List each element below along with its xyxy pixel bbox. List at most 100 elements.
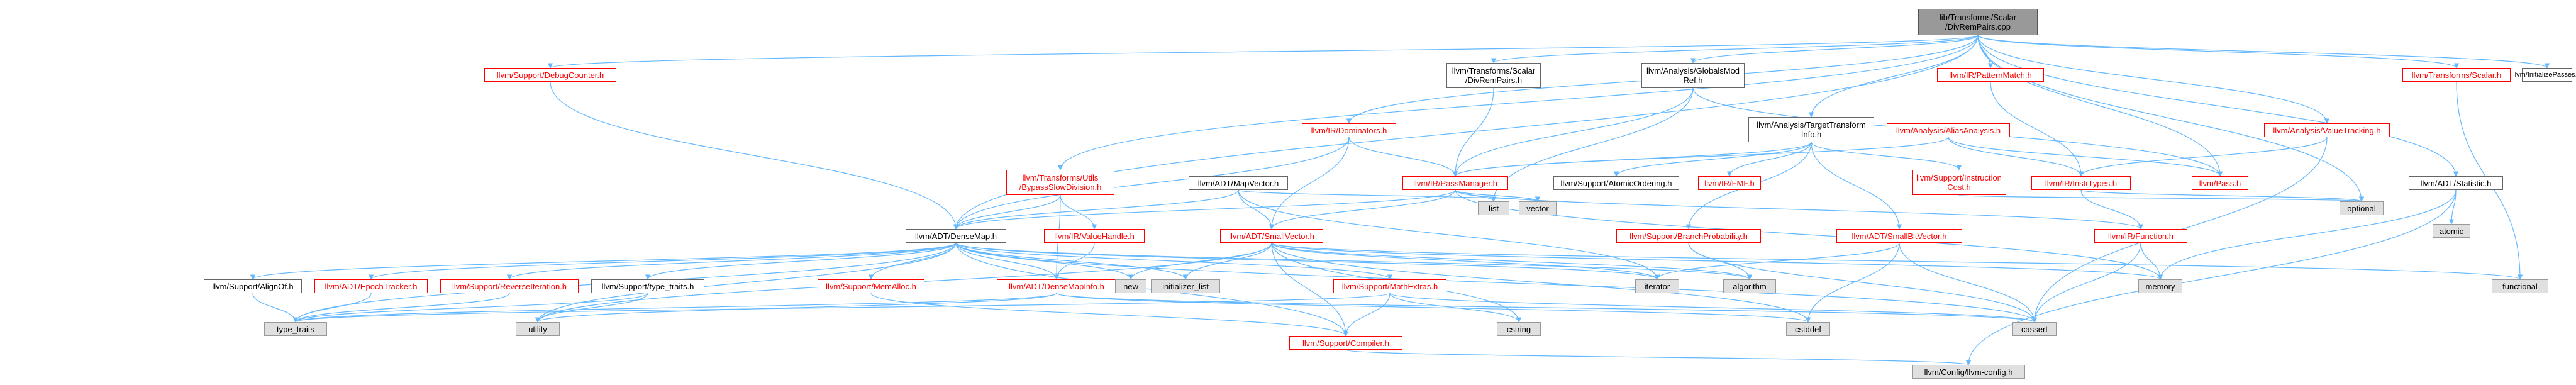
node-type-traits-h[interactable]: llvm/Support/type_traits.h <box>591 279 704 293</box>
edge-instrtypes-to-optional <box>2080 189 2364 202</box>
node-mathextras[interactable]: llvm/Support/MathExtras.h <box>1333 279 1446 293</box>
edge-root-to-initializepasses <box>1977 35 2550 69</box>
node-alignof[interactable]: llvm/Support/AlignOf.h <box>204 279 302 293</box>
node-epochtracker[interactable]: llvm/ADT/EpochTracker.h <box>314 279 428 293</box>
edge-densemap-to-new <box>955 242 1134 280</box>
node-targettransforminfo[interactable]: llvm/Analysis/TargetTransform Info.h <box>1748 117 1874 142</box>
node-cstddef[interactable]: cstddef <box>1786 322 1830 336</box>
node-globalsmodref[interactable]: llvm/Analysis/GlobalsMod Ref.h <box>1641 63 1745 88</box>
node-functional[interactable]: functional <box>2492 279 2548 293</box>
edge-alignof-to-type_traits <box>252 293 299 323</box>
node-cstring[interactable]: cstring <box>1497 322 1541 336</box>
node-initializer-list[interactable]: initializer_list <box>1151 279 1220 293</box>
node-iterator[interactable]: iterator <box>1635 279 1679 293</box>
edge-root-to-statistic <box>1977 35 2459 177</box>
edge-densemapinfo-to-cassert <box>1056 293 2037 323</box>
edge-densemap-to-mathextras <box>955 242 1393 280</box>
edge-densemap-to-alignof <box>250 242 957 280</box>
edge-smallvector-to-algorithm <box>1271 242 1753 280</box>
node-densemapinfo[interactable]: llvm/ADT/DenseMapInfo.h <box>997 279 1116 293</box>
edge-passmanager-to-list <box>1455 189 1497 202</box>
edge-targettransforminfo-to-atomicordering <box>1613 142 1812 177</box>
node-statistic[interactable]: llvm/ADT/Statistic.h <box>2409 176 2503 190</box>
node-llvmconfig[interactable]: llvm/Config/llvm-config.h <box>1912 365 2025 379</box>
edge-passmanager-to-smallvector <box>1269 189 1456 230</box>
edge-passmanager-to-vector <box>1455 189 1541 202</box>
edge-memalloc-to-compiler <box>870 293 1349 337</box>
node-fmf[interactable]: llvm/IR/FMF.h <box>1698 176 1761 190</box>
edge-mapvector-to-smallvector <box>1238 189 1275 230</box>
edge-instructioncost-to-optional <box>1958 194 2364 202</box>
edge-compiler-to-llvmconfig <box>1345 349 1971 365</box>
node-cassert[interactable]: cassert <box>2012 322 2057 336</box>
node-new[interactable]: new <box>1115 279 1146 293</box>
node-aliasanalysis[interactable]: llvm/Analysis/AliasAnalysis.h <box>1887 123 2010 137</box>
edge-root-to-debugcounter <box>548 35 1979 69</box>
node-densemap[interactable]: llvm/ADT/DenseMap.h <box>906 229 1006 243</box>
edge-valuetracking-to-instrtypes <box>2078 137 2328 177</box>
edge-root-to-valuetracking <box>1977 35 2330 124</box>
edge-densemap-to-epochtracker <box>369 242 957 280</box>
node-function[interactable]: llvm/IR/Function.h <box>2094 229 2187 243</box>
node-atomic[interactable]: atomic <box>2433 224 2470 238</box>
node-pass[interactable]: llvm/Pass.h <box>2192 176 2248 190</box>
node-compiler[interactable]: llvm/Support/Compiler.h <box>1289 336 1402 350</box>
edge-aliasanalysis-to-passmanager <box>1452 137 1949 177</box>
edge-instrtypes-to-function <box>2080 189 2144 230</box>
edge-smallvector-to-new <box>1128 242 1272 280</box>
edge-root-to-globalsmodref <box>1690 35 1979 64</box>
edge-globalsmodref-to-passmanager <box>1452 87 1694 177</box>
node-branchprobability[interactable]: llvm/Support/BranchProbability.h <box>1616 229 1761 243</box>
root-node-divrempairs-cpp[interactable]: lib/Transforms/Scalar /DivRemPairs.cpp <box>1918 9 2038 35</box>
edge-function-to-cassert <box>2031 242 2141 323</box>
node-list[interactable]: list <box>1478 201 1509 215</box>
node-memalloc[interactable]: llvm/Support/MemAlloc.h <box>818 279 924 293</box>
node-divrempairs-h[interactable]: llvm/Transforms/Scalar /DivRemPairs.h <box>1446 63 1541 88</box>
edge-densemap-to-type_traits_h <box>645 242 957 280</box>
edge-smallbitvector-to-iterator <box>1654 242 1900 280</box>
edge-aliasanalysis-to-instrtypes <box>1948 137 2084 177</box>
edge-bypassslowdivision-to-densemap <box>953 194 1061 230</box>
node-patternmatch[interactable]: llvm/IR/PatternMatch.h <box>1937 68 2044 82</box>
edge-root-to-bypassslowdivision <box>1057 35 1979 170</box>
node-instrtypes[interactable]: llvm/IR/InstrTypes.h <box>2031 176 2131 190</box>
edge-dominators-to-densemap <box>953 137 1350 230</box>
node-passmanager[interactable]: llvm/IR/PassManager.h <box>1402 176 1508 190</box>
edge-root-to-scalar <box>1977 35 2459 69</box>
node-type-traits[interactable]: type_traits <box>264 322 327 336</box>
edge-mapvector-to-iterator <box>1238 189 1660 280</box>
node-debugcounter[interactable]: llvm/Support/DebugCounter.h <box>484 68 616 82</box>
node-scalar[interactable]: llvm/Transforms/Scalar.h <box>2402 68 2511 82</box>
node-vector[interactable]: vector <box>1519 201 1557 215</box>
edge-densemapinfo-to-utility <box>535 293 1057 323</box>
edge-smallbitvector-to-cstddef <box>1805 242 1900 323</box>
node-valuehandle[interactable]: llvm/IR/ValueHandle.h <box>1044 229 1145 243</box>
edge-smallbitvector-to-cassert <box>1899 242 2038 323</box>
node-optional[interactable]: optional <box>2340 201 2384 215</box>
node-utility[interactable]: utility <box>516 322 560 336</box>
node-smallbitvector[interactable]: llvm/ADT/SmallBitVector.h <box>1836 229 1962 243</box>
edge-valuehandle-to-densemapinfo <box>1053 242 1095 280</box>
edge-densemapinfo-to-cstddef <box>1056 293 1811 323</box>
edge-densemap-to-densemapinfo <box>955 242 1060 280</box>
edge-targettransforminfo-to-smallbitvector <box>1811 142 1902 230</box>
node-smallvector[interactable]: llvm/ADT/SmallVector.h <box>1220 229 1323 243</box>
edge-densemap-to-algorithm <box>955 242 1752 280</box>
edge-smallvector-to-initializer_list <box>1182 242 1272 280</box>
node-dominators[interactable]: llvm/IR/Dominators.h <box>1302 123 1396 137</box>
node-bypassslowdivision[interactable]: llvm/Transforms/Utils /BypassSlowDivisio… <box>1006 170 1114 195</box>
node-valuetracking[interactable]: llvm/Analysis/ValueTracking.h <box>2264 123 2390 137</box>
edge-mathextras-to-compiler <box>1343 293 1391 337</box>
edge-smallvector-to-memory <box>1271 242 2163 280</box>
edge-bypassslowdivision-to-valuehandle <box>1060 194 1097 230</box>
edge-densemapinfo-to-type_traits <box>293 293 1057 323</box>
node-reverseiteration[interactable]: llvm/Support/ReverseIteration.h <box>440 279 579 293</box>
node-memory[interactable]: memory <box>2138 279 2182 293</box>
node-algorithm[interactable]: algorithm <box>1723 279 1776 293</box>
edge-reverseiteration-to-type_traits <box>292 293 510 323</box>
node-instructioncost[interactable]: llvm/Support/Instruction Cost.h <box>1912 170 2006 195</box>
node-atomicordering[interactable]: llvm/Support/AtomicOrdering.h <box>1553 176 1679 190</box>
node-mapvector[interactable]: llvm/ADT/MapVector.h <box>1189 176 1288 190</box>
node-initializepasses[interactable]: llvm/InitializePasses.h <box>2513 68 2576 82</box>
